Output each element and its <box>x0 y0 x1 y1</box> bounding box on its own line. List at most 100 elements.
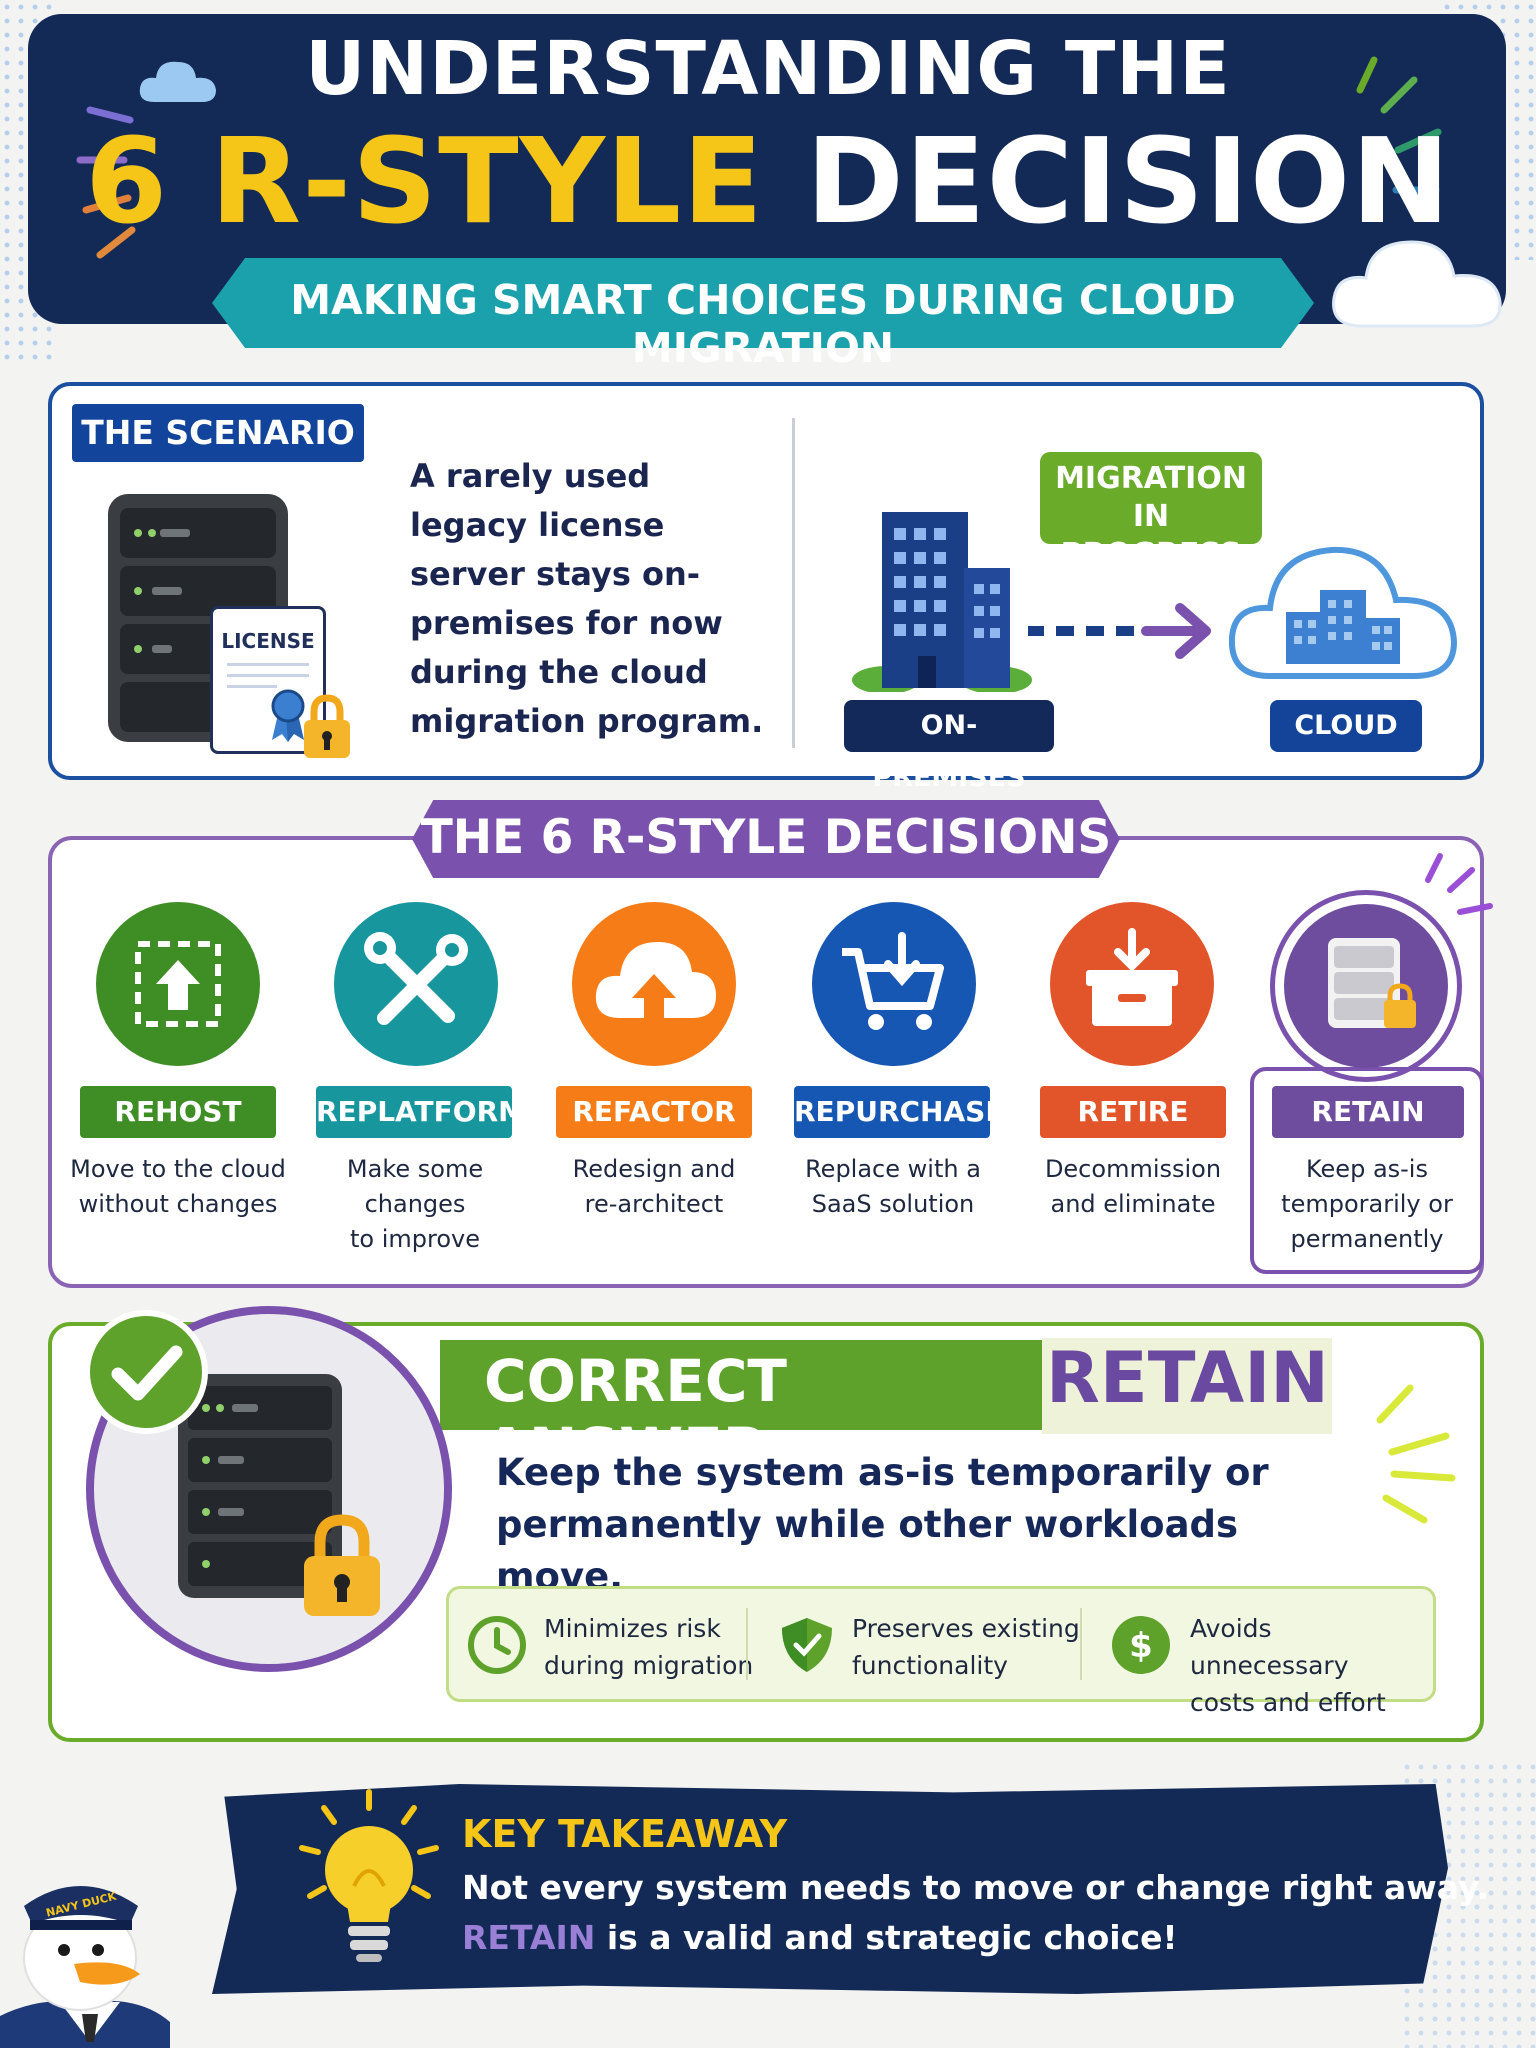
benefit-divider <box>746 1608 748 1680</box>
benefit-1: Minimizes risk during migration <box>544 1610 784 1684</box>
decisions-panel <box>48 836 1484 1288</box>
rehost-circle <box>96 902 260 1066</box>
checkmark-icon <box>84 1310 208 1434</box>
replatform-circle <box>334 902 498 1066</box>
retain-desc-line1: Keep as-is <box>1306 1155 1428 1183</box>
benefit-3: Avoids unnecessary costs and effort <box>1190 1610 1430 1721</box>
replatform-description: Make some changes to improve <box>300 1152 530 1257</box>
cloud-upload-icon <box>595 942 716 1022</box>
retire-description: Decommission and eliminate <box>1018 1152 1248 1222</box>
decisions-title-ribbon <box>412 800 1120 878</box>
upload-box-icon <box>135 941 221 1027</box>
title-rest: DECISION <box>805 112 1451 250</box>
cloud-label: CLOUD <box>1270 700 1422 752</box>
refactor-desc-line1: Redesign and <box>572 1155 736 1183</box>
retain-circle <box>1284 904 1448 1068</box>
archive-box-icon <box>1086 928 1178 1026</box>
refactor-circle <box>572 902 736 1066</box>
building-icon <box>852 512 1032 692</box>
lock-icon <box>304 1514 380 1616</box>
scenario-tag: THE SCENARIO <box>72 404 364 462</box>
onprem-label: ON-PREMISES <box>844 700 1054 793</box>
server-icon <box>178 1374 342 1598</box>
locked-server-icon <box>1328 938 1416 1028</box>
sparkle-lines <box>1376 1384 1456 1524</box>
benefit-1-line1: Minimizes risk <box>544 1614 721 1643</box>
repurchase-description: Replace with a SaaS solution <box>778 1152 1008 1222</box>
answer-value: RETAIN <box>1046 1337 1329 1419</box>
scenario-description: A rarely used legacy license server stay… <box>410 457 764 740</box>
retain-desc-line2: temporarily or <box>1281 1190 1453 1218</box>
refactor-desc-line2: re-architect <box>584 1190 724 1218</box>
subtitle-ribbon <box>212 258 1314 348</box>
cloud-icon <box>139 61 216 102</box>
migration-badge: MIGRATION IN PROGRESS <box>1040 452 1262 572</box>
rehost-desc-line1: Move to the cloud <box>70 1155 286 1183</box>
retain-label: RETAIN <box>1272 1086 1464 1138</box>
answer-value-highlight <box>1042 1338 1332 1434</box>
replatform-label: REPLATFORM <box>316 1086 526 1138</box>
ribbon-seal-icon <box>271 689 305 742</box>
sparkle-lines-left <box>76 106 136 259</box>
migration-arrow-icon <box>1028 603 1211 659</box>
migration-badge-line1: MIGRATION <box>1055 461 1247 496</box>
rehost-desc-line2: without changes <box>78 1190 278 1218</box>
benefit-divider <box>1080 1608 1082 1680</box>
sparkle-lines <box>1425 853 1493 915</box>
answer-description: Keep the system as-is temporarily or per… <box>496 1447 1326 1603</box>
svg-text:$: $ <box>1129 1626 1153 1666</box>
title-highlight: 6 R-STYLE <box>85 112 764 250</box>
answer-banner <box>440 1340 1052 1430</box>
cart-icon <box>842 932 944 1030</box>
replatform-desc-line1: Make some changes <box>346 1155 484 1218</box>
cloud-datacenter-icon <box>1228 546 1458 679</box>
dollar-icon: $ <box>1112 1616 1170 1674</box>
takeaway-line2: RETAIN is a valid and strategic choice! <box>462 1918 1178 1957</box>
rehost-description: Move to the cloud without changes <box>63 1152 293 1222</box>
title-line-2: 6 R-STYLE DECISION <box>0 112 1536 250</box>
benefit-3-line2: costs and effort <box>1190 1688 1386 1717</box>
title-line-1: UNDERSTANDING THE <box>305 26 1231 112</box>
repurchase-desc-line2: SaaS solution <box>811 1190 975 1218</box>
retain-description: Keep as-is temporarily or permanently <box>1252 1152 1482 1257</box>
shield-icon <box>782 1618 832 1672</box>
takeaway-highlight: RETAIN <box>462 1918 596 1957</box>
benefits-bar <box>446 1586 1436 1702</box>
refactor-description: Redesign and re-architect <box>539 1152 769 1222</box>
sparkle-lines-right <box>1356 56 1442 194</box>
repurchase-desc-line1: Replace with a <box>805 1155 981 1183</box>
decisions-title: THE 6 R-STYLE DECISIONS <box>420 810 1112 865</box>
replatform-desc-line2: to improve <box>350 1225 480 1253</box>
takeaway-title: KEY TAKEAWAY <box>462 1812 788 1856</box>
divider <box>792 418 795 748</box>
benefit-1-line2: during migration <box>544 1651 754 1680</box>
lock-icon <box>304 694 350 758</box>
repurchase-circle <box>812 902 976 1066</box>
retire-circle <box>1050 902 1214 1066</box>
benefit-3-line1: Avoids unnecessary <box>1190 1614 1349 1680</box>
benefit-2-line1: Preserves existing <box>852 1614 1080 1643</box>
takeaway-line2-rest: is a valid and strategic choice! <box>595 1918 1178 1957</box>
retain-highlight-frame <box>1250 1067 1484 1274</box>
duck-mascot: NAVY DUCK <box>0 1886 170 2048</box>
refactor-label: REFACTOR <box>556 1086 752 1138</box>
answer-desc-line1: Keep the system as-is temporarily or <box>496 1451 1269 1494</box>
retain-desc-line3: permanently <box>1290 1225 1444 1253</box>
answer-label: CORRECT ANSWER: <box>484 1347 791 1483</box>
clock-icon <box>468 1616 526 1674</box>
benefit-2-line2: functionality <box>852 1651 1008 1680</box>
retain-highlight-ring <box>1270 890 1462 1082</box>
benefit-2: Preserves existing functionality <box>852 1610 1092 1684</box>
lightbulb-icon <box>299 1789 439 1962</box>
rehost-label: REHOST <box>80 1086 276 1138</box>
migration-badge-line2: IN PROGRESS <box>1060 499 1242 572</box>
tools-icon <box>364 932 468 1025</box>
retire-desc-line2: and eliminate <box>1050 1190 1216 1218</box>
cloud-icon <box>1332 240 1502 328</box>
takeaway-line1: Not every system needs to move or change… <box>462 1868 1490 1907</box>
repurchase-label: REPURCHASE <box>794 1086 1004 1138</box>
retire-desc-line1: Decommission <box>1044 1155 1222 1183</box>
retire-label: RETIRE <box>1040 1086 1226 1138</box>
answer-desc-line2: permanently while other workloads move. <box>496 1503 1239 1598</box>
license-label: LICENSE <box>221 629 315 653</box>
